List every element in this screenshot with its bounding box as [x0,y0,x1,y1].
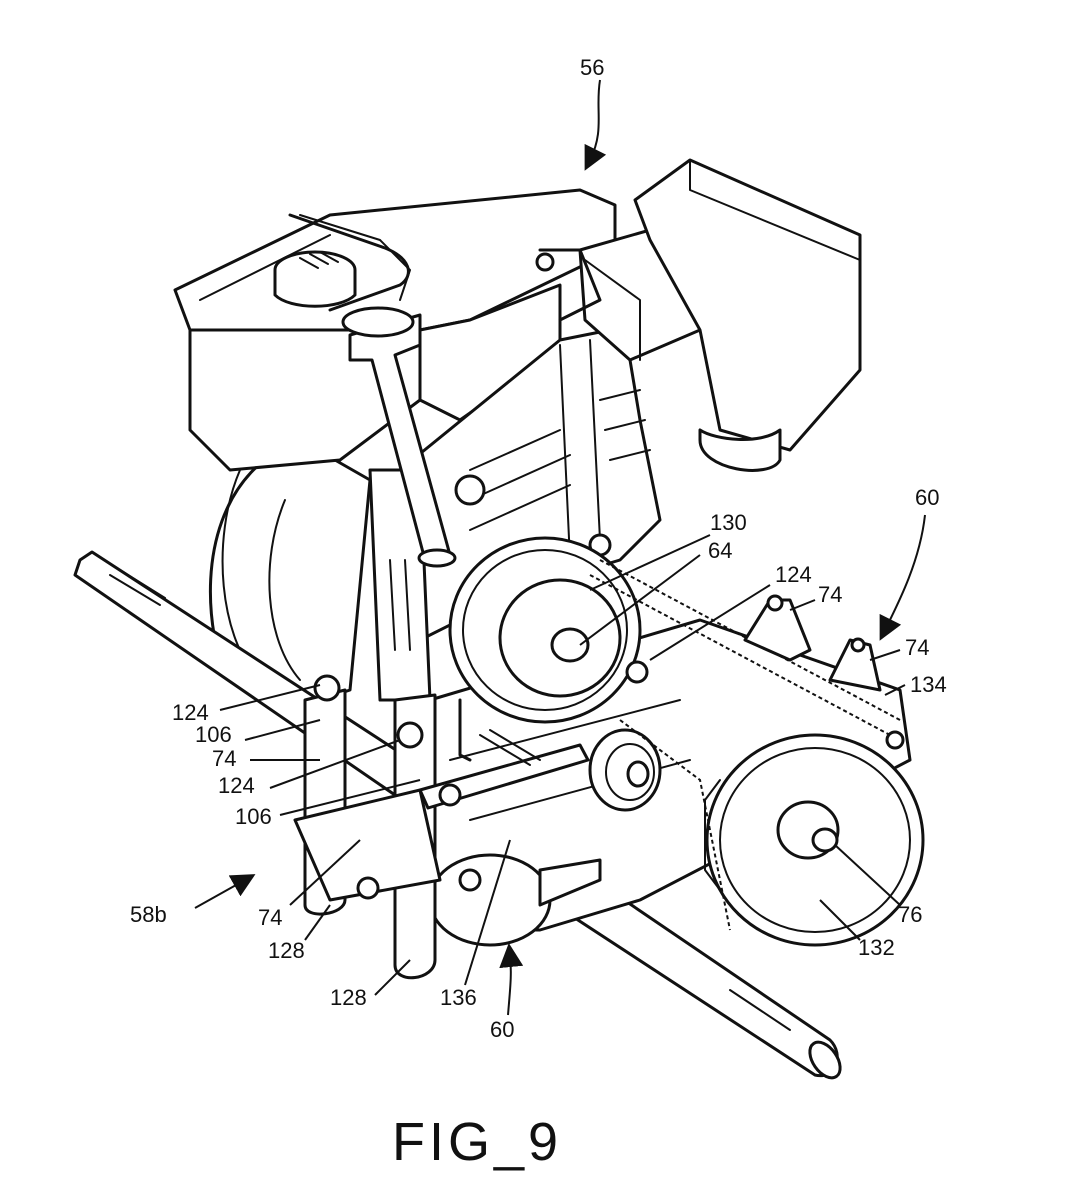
label-130: 130 [710,510,747,535]
label-64: 64 [708,538,732,563]
label-74-right: 74 [905,635,929,660]
label-136: 136 [440,985,477,1010]
label-128-mid: 128 [330,985,367,1010]
linkage-rod [418,698,590,810]
label-76: 76 [898,902,922,927]
drive-pulley [448,536,642,724]
label-60-top: 60 [915,485,939,510]
label-134: 134 [910,672,947,697]
label-74-top: 74 [818,582,842,607]
label-124-left: 124 [172,700,209,725]
tank-bracket [288,213,410,312]
label-60-bottom: 60 [490,1017,514,1042]
label-74-bottom: 74 [258,905,282,930]
mounting-posts [293,674,482,980]
label-124-top: 124 [775,562,812,587]
idler-pulley [588,728,662,812]
label-58b: 58b [130,902,167,927]
label-74-left: 74 [212,746,236,771]
reference-numerals: 56 60 130 64 124 74 74 134 124 106 74 12… [130,55,947,1042]
leader-lines [194,79,926,1016]
driven-pulley [704,733,925,947]
label-106-left: 106 [195,722,232,747]
label-124-mid: 124 [218,773,255,798]
label-128-left: 128 [268,938,305,963]
label-132: 132 [858,935,895,960]
label-56: 56 [580,55,604,80]
mounting-bosses [625,594,905,750]
figure-caption: FIG_9 [392,1112,562,1172]
label-106-mid: 106 [235,804,272,829]
dipstick-tube [341,306,457,568]
air-cleaner [633,158,862,472]
